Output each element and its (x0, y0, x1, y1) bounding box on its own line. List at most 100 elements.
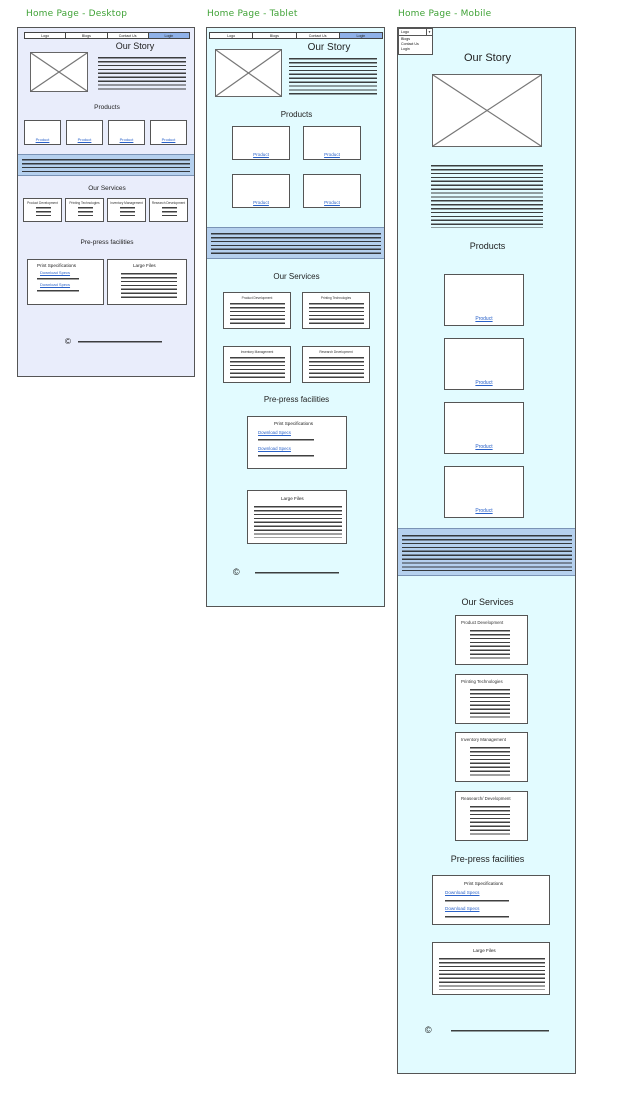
product-card[interactable]: Product (303, 174, 361, 208)
download-specs-link[interactable]: Download Specs (445, 890, 480, 895)
download-specs-link[interactable]: Download Specs (258, 446, 291, 451)
band-text (402, 534, 572, 571)
our-story-heading: Our Story (307, 42, 351, 53)
nav-contact[interactable]: Contact Us (297, 33, 340, 38)
our-story-heading: Our Story (463, 52, 512, 64)
download-specs-link[interactable]: Download Specs (40, 282, 71, 287)
product-link[interactable]: Product (253, 200, 269, 205)
specs-text (37, 277, 79, 281)
large-files-card: Large Files (247, 490, 347, 544)
product-card[interactable]: Product (444, 338, 524, 390)
service-title: Printing Technologies (461, 679, 503, 684)
story-text (289, 57, 377, 97)
product-link[interactable]: Product (475, 380, 493, 386)
service-card: Inventory Management (455, 732, 528, 782)
nav-blogs[interactable]: Blogs (66, 33, 108, 38)
product-card[interactable]: Product (232, 174, 290, 208)
specs-text (258, 438, 314, 442)
large-files-card: Large Files (432, 942, 550, 995)
product-link[interactable]: Product (475, 444, 493, 450)
info-band (18, 154, 194, 176)
product-card[interactable]: Product (444, 402, 524, 454)
download-specs-link[interactable]: Download Specs (258, 430, 291, 435)
copyright-icon: © (65, 337, 71, 346)
service-text (230, 356, 285, 379)
specs-text (445, 899, 509, 903)
specs-text (37, 289, 79, 293)
download-specs-link[interactable]: Download Specs (445, 906, 480, 911)
service-title: Printing Technologies (320, 296, 352, 300)
large-files-card: Large Files (107, 259, 187, 305)
mobile-nav-dropdown[interactable]: Logo ▾ Blogs Contact Us Login (398, 28, 433, 55)
product-card[interactable]: Product (150, 120, 187, 145)
service-text (230, 302, 285, 325)
service-title: Research Development (151, 201, 186, 205)
nav-contact[interactable]: Contact Us (108, 33, 149, 38)
dropdown-selected[interactable]: Logo (399, 29, 432, 36)
product-card[interactable]: Product (444, 466, 524, 518)
nav-login[interactable]: Login (339, 33, 382, 38)
download-specs-link[interactable]: Download Specs (40, 270, 71, 275)
print-specs-card: Print Specifications Download Specs Down… (432, 875, 550, 925)
service-card: Inventory Management (107, 198, 146, 222)
service-card: Product Development (455, 615, 528, 665)
service-card: Research Development (302, 346, 370, 383)
our-services-heading: Our Services (88, 185, 126, 192)
products-heading: Products (469, 241, 506, 251)
menu-item-contact[interactable]: Contact Us (401, 42, 419, 46)
product-link[interactable]: Product (253, 152, 269, 157)
desktop-frame: Logo Blogs Contact Us Login Our Story Pr… (17, 27, 195, 377)
story-text (431, 164, 543, 228)
band-text (211, 232, 381, 255)
service-card: Inventory Management (223, 346, 291, 383)
info-band (398, 528, 575, 576)
story-image-placeholder (215, 49, 282, 97)
nav-bar: Logo Blogs Contact Us Login (24, 32, 190, 39)
product-card[interactable]: Product (66, 120, 103, 145)
product-link[interactable]: Product (324, 152, 340, 157)
nav-logo[interactable]: Logo (25, 33, 67, 38)
service-card: Printing Technologies (455, 674, 528, 724)
large-files-title: Large Files (473, 948, 496, 953)
service-title: Inventory Management (461, 737, 506, 742)
print-specs-card: Print Specifications Download Specs Down… (247, 416, 347, 469)
service-text (470, 688, 510, 720)
product-link[interactable]: Product (35, 137, 50, 142)
nav-login[interactable]: Login (148, 33, 189, 38)
prepress-heading: Pre-press facilities (450, 854, 525, 864)
products-heading: Products (94, 104, 120, 111)
large-files-title: Large Files (281, 496, 304, 501)
menu-item-blogs[interactable]: Blogs (401, 37, 410, 41)
large-files-text (254, 505, 342, 538)
product-card[interactable]: Product (24, 120, 61, 145)
product-link[interactable]: Product (119, 137, 134, 142)
print-specs-title: Print Specifications (37, 263, 77, 268)
chevron-down-icon[interactable]: ▾ (426, 29, 432, 36)
product-link[interactable]: Product (475, 508, 493, 514)
nav-logo[interactable]: Logo (210, 33, 254, 38)
product-link[interactable]: Product (161, 137, 176, 142)
product-card[interactable]: Product (303, 126, 361, 160)
product-link[interactable]: Product (475, 316, 493, 322)
our-services-heading: Our Services (273, 272, 320, 281)
service-title: Printing Technologies (69, 201, 100, 205)
footer-text (255, 571, 339, 575)
specs-text (258, 454, 314, 458)
mobile-frame: Logo ▾ Blogs Contact Us Login Our Story … (397, 27, 576, 1074)
product-card[interactable]: Product (108, 120, 145, 145)
prepress-heading: Pre-press facilities (80, 239, 134, 246)
service-text (470, 629, 510, 661)
products-heading: Products (280, 110, 313, 119)
menu-item-login[interactable]: Login (401, 47, 410, 51)
product-card[interactable]: Product (444, 274, 524, 326)
print-specs-card: Print Specifications Download Specs Down… (27, 259, 104, 305)
large-files-text (121, 272, 177, 299)
product-link[interactable]: Product (77, 137, 92, 142)
product-link[interactable]: Product (324, 200, 340, 205)
service-card: Product Development (23, 198, 62, 222)
service-title: Product Development (27, 201, 58, 205)
nav-blogs[interactable]: Blogs (253, 33, 297, 38)
product-card[interactable]: Product (232, 126, 290, 160)
story-image-placeholder (30, 52, 88, 92)
print-specs-title: Print Specifications (274, 421, 314, 426)
